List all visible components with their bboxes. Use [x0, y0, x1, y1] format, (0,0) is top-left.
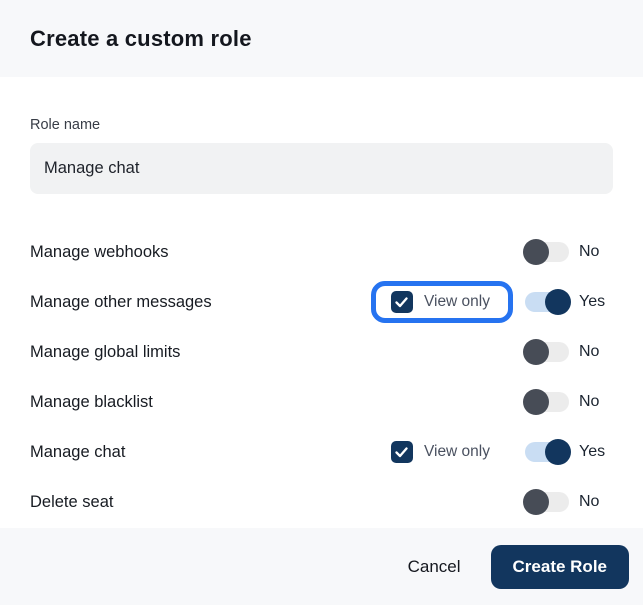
view-only-group[interactable]: View only	[370, 281, 513, 323]
permission-row: Manage blacklist No	[30, 377, 613, 427]
view-only-group[interactable]: View only	[371, 431, 513, 473]
view-only-label: View only	[423, 443, 490, 460]
toggle-state-label: No	[579, 393, 600, 410]
toggle-switch[interactable]	[525, 439, 571, 465]
modal-header: Create a custom role	[0, 0, 643, 77]
toggle-area: No	[523, 239, 613, 265]
toggle-switch[interactable]	[523, 239, 569, 265]
permission-label: Manage webhooks	[30, 242, 169, 261]
view-only-label: View only	[423, 293, 490, 310]
modal-body: Role name Manage webhooks No Manage othe…	[0, 77, 643, 528]
toggle-area: No	[523, 389, 613, 415]
toggle-area: Yes	[525, 289, 613, 315]
checkmark-icon	[395, 446, 409, 457]
toggle-area: No	[523, 339, 613, 365]
role-name-label: Role name	[30, 117, 101, 133]
toggle-area: Yes	[525, 439, 613, 465]
role-name-input[interactable]	[30, 143, 613, 194]
permission-rows: Manage webhooks No Manage other messages…	[30, 227, 613, 527]
view-only-checkbox[interactable]	[390, 441, 413, 463]
permission-label: Delete seat	[30, 492, 114, 511]
toggle-state-label: No	[579, 243, 600, 260]
toggle-knob	[545, 439, 571, 465]
permission-label: Manage chat	[30, 442, 126, 461]
modal-footer: Cancel Create Role	[0, 528, 643, 605]
view-only-checkbox[interactable]	[390, 291, 413, 313]
toggle-switch[interactable]	[523, 489, 569, 515]
permission-row: Manage webhooks No	[30, 227, 613, 277]
permission-row: Manage other messages View only Yes	[30, 277, 613, 327]
toggle-switch[interactable]	[523, 389, 569, 415]
permission-row: Manage chat View only Yes	[30, 427, 613, 477]
toggle-state-label: Yes	[579, 293, 606, 310]
toggle-knob	[523, 239, 549, 265]
permission-label: Manage global limits	[30, 342, 181, 361]
permission-label: Manage blacklist	[30, 392, 153, 411]
toggle-area: No	[523, 489, 613, 515]
toggle-state-label: Yes	[579, 443, 606, 460]
toggle-state-label: No	[579, 493, 600, 510]
modal-title: Create a custom role	[30, 25, 252, 51]
permission-row: Delete seat No	[30, 477, 613, 527]
cancel-button[interactable]: Cancel	[388, 547, 481, 587]
toggle-state-label: No	[579, 343, 600, 360]
toggle-knob	[523, 389, 549, 415]
create-role-button[interactable]: Create Role	[490, 544, 629, 589]
toggle-knob	[545, 289, 571, 315]
checkmark-icon	[395, 296, 409, 307]
toggle-switch[interactable]	[523, 339, 569, 365]
permission-row: Manage global limits No	[30, 327, 613, 377]
toggle-knob	[523, 339, 549, 365]
toggle-switch[interactable]	[525, 289, 571, 315]
toggle-knob	[523, 489, 549, 515]
permission-label: Manage other messages	[30, 292, 212, 311]
